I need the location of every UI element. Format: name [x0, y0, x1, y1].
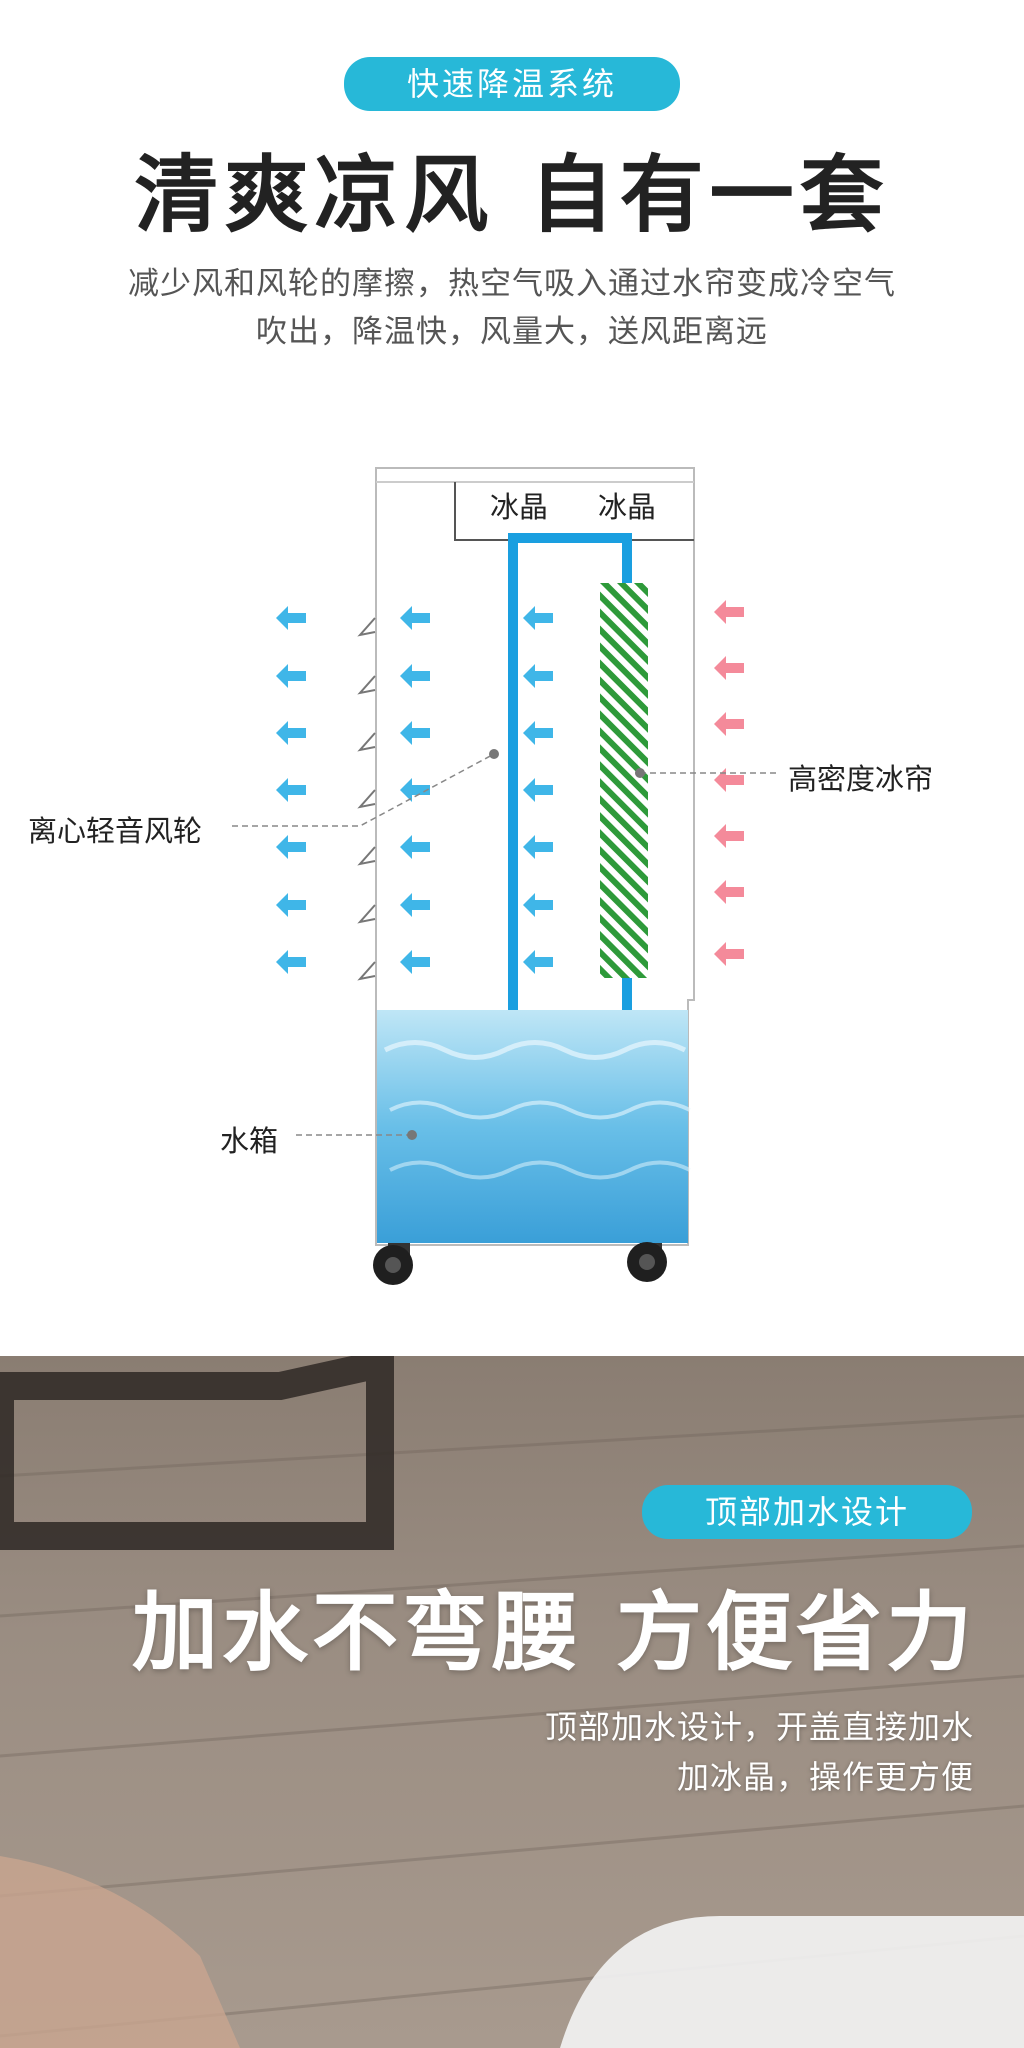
- cooling-title: 清爽凉风 自有一套: [134, 146, 890, 244]
- ice-curtain-callout: 高密度冰帘: [788, 762, 934, 796]
- cooling-subtitle-line1: 减少风和风轮的摩擦，热空气吸入通过水帘变成冷空气: [128, 266, 896, 302]
- top-fill-photo: [0, 1356, 1024, 2048]
- water-tank-callout: 水箱: [220, 1124, 279, 1158]
- warm-air-arrows: [714, 600, 744, 966]
- water-tank: [377, 1010, 688, 1243]
- wheels: [373, 1242, 667, 1285]
- ice-crystal-label-right: 冰晶: [598, 490, 657, 524]
- cabinet-frame: [0, 1356, 394, 1550]
- ice-curtain: [600, 583, 648, 978]
- top-fill-badge: 顶部加水设计: [642, 1485, 972, 1539]
- top-fill-title: 加水不弯腰 方便省力: [132, 1583, 976, 1683]
- ice-crystal-label-left: 冰晶: [490, 490, 549, 524]
- cooling-subtitle-line2: 吹出，降温快，风量大，送风距离远: [256, 314, 768, 350]
- cooling-system-badge: 快速降温系统: [344, 57, 680, 111]
- fan-callout: 离心轻音风轮: [28, 814, 203, 848]
- centrifugal-fan: [357, 617, 376, 981]
- top-fill-subtitle-line2: 加冰晶，操作更方便: [676, 1758, 974, 1796]
- air-cooler-diagram: [232, 467, 780, 1285]
- top-fill-subtitle-line1: 顶部加水设计，开盖直接加水: [544, 1708, 974, 1746]
